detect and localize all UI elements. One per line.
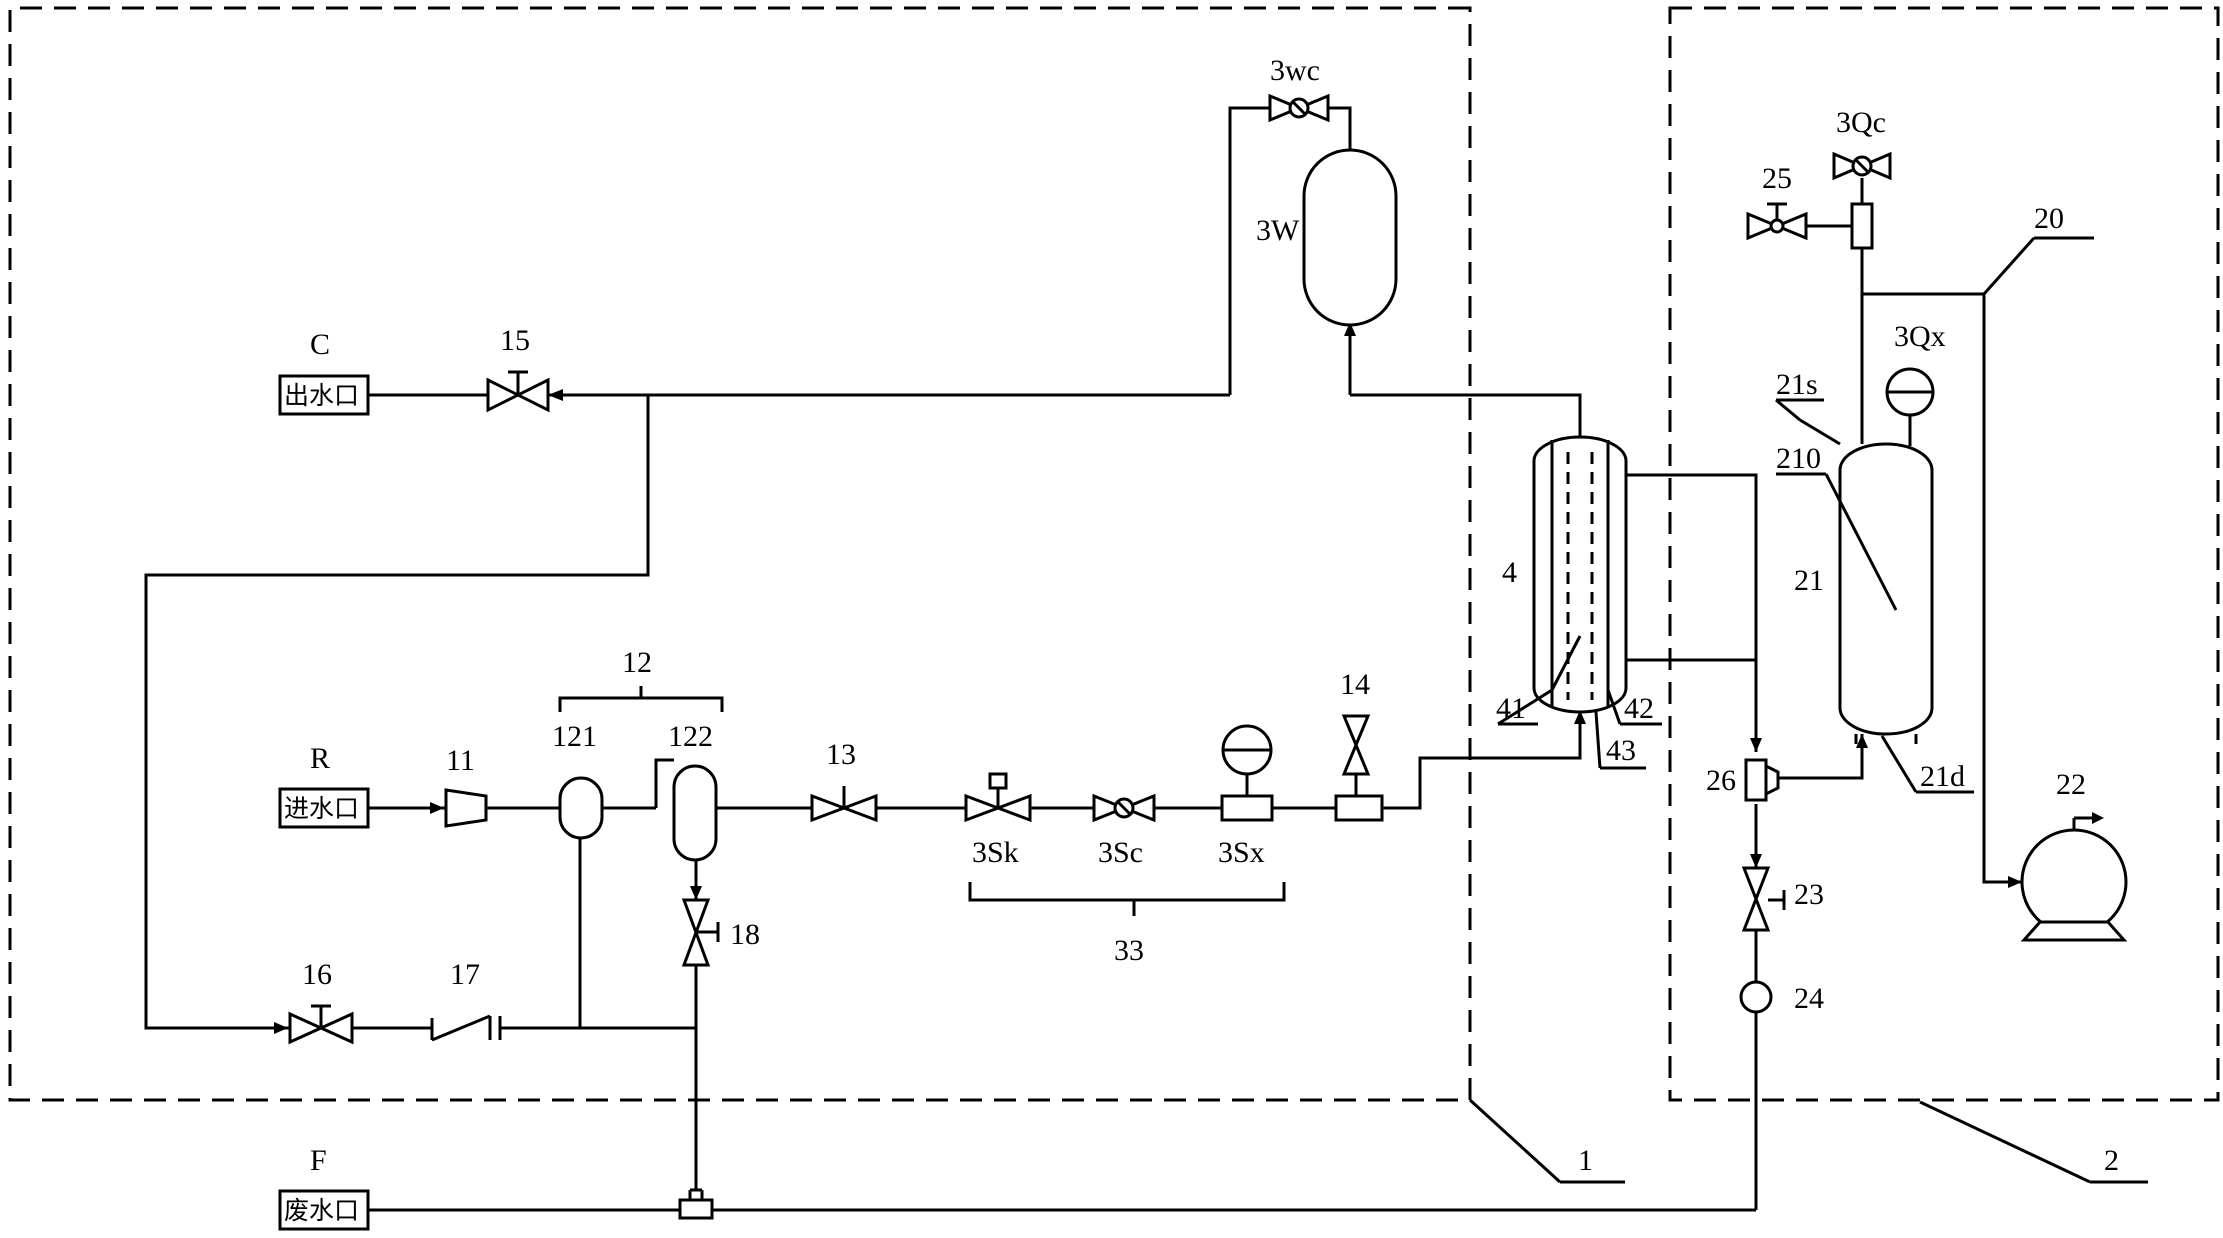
label-20: 20 bbox=[2034, 202, 2064, 235]
label-21: 21 bbox=[1794, 564, 1824, 597]
label-24: 24 bbox=[1794, 982, 1824, 1015]
tank-3w bbox=[1302, 148, 1398, 327]
pump-22 bbox=[2020, 812, 2128, 942]
label-3sk: 3Sk bbox=[972, 836, 1019, 869]
label-43: 43 bbox=[1606, 734, 1636, 767]
valve-16 bbox=[288, 1004, 354, 1045]
label-3qc: 3Qc bbox=[1836, 106, 1886, 139]
outlet-label: 出水口 bbox=[284, 381, 359, 410]
label-11: 11 bbox=[446, 744, 475, 777]
waste-letter: F bbox=[310, 1144, 327, 1177]
waste-label: 废水口 bbox=[284, 1196, 359, 1225]
inlet-box bbox=[278, 787, 370, 829]
valve-3sc bbox=[1092, 793, 1156, 823]
waste-box bbox=[278, 1189, 370, 1231]
label-17: 17 bbox=[450, 958, 480, 991]
vessel-121 bbox=[558, 776, 604, 840]
label-12: 12 bbox=[622, 646, 652, 679]
filter-11 bbox=[444, 788, 488, 828]
waste-tee bbox=[678, 1198, 714, 1220]
check-valve-17 bbox=[430, 1014, 502, 1042]
label-18: 18 bbox=[730, 918, 760, 951]
gauge-3qx bbox=[1885, 367, 1935, 446]
label-21d: 21d bbox=[1920, 760, 1965, 793]
valve-13 bbox=[810, 786, 878, 823]
valve-3qc bbox=[1832, 151, 1892, 204]
label-21s: 21s bbox=[1776, 368, 1818, 401]
label-1: 1 bbox=[1578, 1144, 1593, 1177]
label-33: 33 bbox=[1114, 934, 1144, 967]
bracket-33 bbox=[968, 882, 1286, 902]
inlet-label: 进水口 bbox=[284, 794, 359, 823]
region-2-leader bbox=[1919, 1100, 2091, 1184]
valve-3wc bbox=[1268, 93, 1330, 123]
sensor-3sx bbox=[1220, 724, 1274, 822]
label-4: 4 bbox=[1502, 556, 1517, 589]
label-3sc: 3Sc bbox=[1098, 836, 1143, 869]
label-3sx: 3Sx bbox=[1218, 836, 1265, 869]
label-121: 121 bbox=[552, 720, 597, 753]
region-2-boundary bbox=[1668, 6, 2220, 1102]
label-25: 25 bbox=[1762, 162, 1792, 195]
module-4 bbox=[1532, 435, 1628, 714]
tee-26 bbox=[1744, 758, 1780, 802]
outlet-box bbox=[278, 374, 370, 416]
label-3w: 3W bbox=[1256, 214, 1300, 247]
bracket-12 bbox=[558, 696, 724, 712]
label-3qx: 3Qx bbox=[1894, 320, 1946, 353]
label-23: 23 bbox=[1794, 878, 1824, 911]
label-15: 15 bbox=[500, 324, 530, 357]
region-1-boundary bbox=[8, 6, 1472, 1102]
label-26: 26 bbox=[1706, 764, 1736, 797]
valve-15 bbox=[486, 370, 550, 413]
top-tee bbox=[1850, 202, 1874, 250]
label-3wc: 3wc bbox=[1270, 54, 1320, 87]
valve-25 bbox=[1746, 202, 1808, 241]
label-13: 13 bbox=[826, 738, 856, 771]
label-122: 122 bbox=[668, 720, 713, 753]
vessel-122 bbox=[672, 764, 718, 862]
label-42: 42 bbox=[1624, 692, 1654, 725]
label-16: 16 bbox=[302, 958, 332, 991]
label-2: 2 bbox=[2104, 1144, 2119, 1177]
region-1-leader bbox=[1468, 1098, 1562, 1184]
sensor-24 bbox=[1739, 980, 1773, 1014]
valve-14 bbox=[1334, 714, 1384, 822]
inlet-letter: R bbox=[310, 742, 330, 775]
valve-23 bbox=[1741, 866, 1786, 944]
label-41: 41 bbox=[1496, 692, 1526, 725]
label-22: 22 bbox=[2056, 768, 2086, 801]
valve-18 bbox=[681, 898, 720, 967]
valve-3sk bbox=[964, 772, 1032, 823]
label-210: 210 bbox=[1776, 442, 1821, 475]
label-14: 14 bbox=[1340, 668, 1370, 701]
outlet-letter: C bbox=[310, 328, 330, 361]
